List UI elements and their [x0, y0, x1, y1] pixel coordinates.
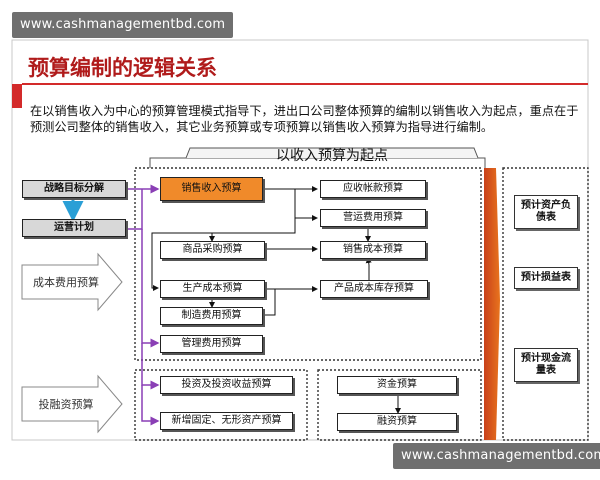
output-cash-flow: 预计现金流量表: [514, 348, 578, 382]
title-accent-bar: [12, 84, 22, 108]
watermark-top: www.cashmanagementbd.com: [12, 12, 234, 38]
strategy-box: 战略目标分解: [22, 180, 126, 198]
node-product-cost-inventory: 产品成本库存预算: [320, 280, 428, 298]
node-production-cost: 生产成本预算: [160, 280, 265, 298]
cost-budget-label: 成本费用预算: [33, 276, 99, 289]
intro-text: 在以销售收入为中心的预算管理模式指导下，进出口公司整体预算的编制以销售收入为起点…: [30, 104, 579, 134]
node-financing: 融资预算: [337, 413, 457, 431]
investment-financing-label: 投融资预算: [38, 398, 94, 411]
node-investment: 投资及投资收益预算: [160, 376, 293, 394]
node-fixed-assets: 新增固定、无形资产预算: [160, 412, 293, 430]
output-income-statement: 预计损益表: [514, 267, 578, 289]
operation-plan-box: 运营计划: [22, 219, 126, 237]
node-manufacturing-expense: 制造费用预算: [160, 307, 263, 325]
node-receivables: 应收帐款预算: [320, 180, 426, 198]
node-funds: 资金预算: [337, 376, 457, 394]
node-sales-revenue: 销售收入预算: [160, 177, 263, 201]
node-operating-expense: 营运费用预算: [320, 209, 426, 227]
banner-label: 以收入预算为起点: [276, 148, 388, 164]
node-goods-purchase: 商品采购预算: [160, 241, 265, 259]
watermark-bottom: www.cashmanagementbd.com: [393, 443, 600, 469]
node-admin-expense: 管理费用预算: [160, 335, 263, 353]
page-title: 预算编制的逻辑关系: [28, 56, 217, 80]
node-sales-cost: 销售成本预算: [320, 241, 426, 259]
output-balance-sheet: 预计资产负债表: [514, 195, 578, 229]
